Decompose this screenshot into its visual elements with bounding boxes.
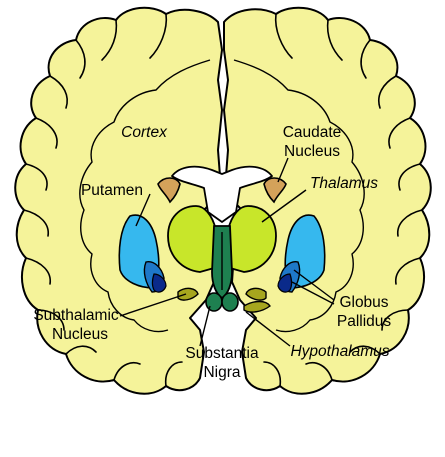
label-putamen: Putamen [81, 182, 143, 199]
cortex-left-hemisphere [14, 6, 223, 395]
cortex-inner-boundary-right [233, 59, 365, 333]
leader-hypothalamus [245, 311, 291, 347]
label-caudate-line2: Nucleus [284, 143, 340, 160]
cortex-sulci-right [263, 13, 423, 387]
leader-putamen [135, 193, 151, 227]
subthalamic-nucleus-right [245, 287, 267, 301]
leader-globus-2 [291, 281, 335, 305]
thalamus-right [227, 205, 277, 273]
hypothalamus-right [243, 300, 271, 313]
leader-globus-1 [293, 269, 335, 301]
cortex-sulci-left [23, 13, 183, 387]
thalamus-left [167, 205, 217, 273]
leader-substantia [199, 305, 211, 347]
leader-subthalamic [119, 293, 187, 317]
globus-pallidus-left-inner [151, 273, 167, 293]
globus-pallidus-right-inner [277, 273, 293, 293]
label-globus-line1: Globus [339, 294, 388, 311]
leader-thalamus [261, 189, 307, 223]
leader-lines [119, 157, 335, 347]
leader-caudate [277, 157, 289, 183]
label-caudate-line1: Caudate [283, 124, 342, 141]
caudate-nucleus-left [157, 177, 181, 204]
label-subthalamic-line2: Nucleus [52, 326, 108, 343]
cortex-right-hemisphere [223, 6, 432, 395]
label-substantia-line2: Nigra [203, 364, 240, 381]
label-cortex: Cortex [121, 124, 168, 141]
lateral-ventricles [171, 165, 273, 223]
caudate-nucleus-right [263, 177, 287, 204]
substantia-nigra-right [221, 292, 239, 312]
label-hypothalamus: Hypothalamus [290, 343, 389, 360]
label-subthalamic-line1: Subthalamic [33, 307, 119, 324]
cortex-inner-boundary-left [79, 59, 211, 333]
substantia-nigra-left [205, 292, 223, 312]
label-substantia-line1: Substantia [185, 345, 259, 362]
label-globus-line2: Pallidus [337, 313, 392, 330]
label-thalamus: Thalamus [310, 175, 378, 192]
subthalamic-nucleus-left [177, 287, 199, 301]
